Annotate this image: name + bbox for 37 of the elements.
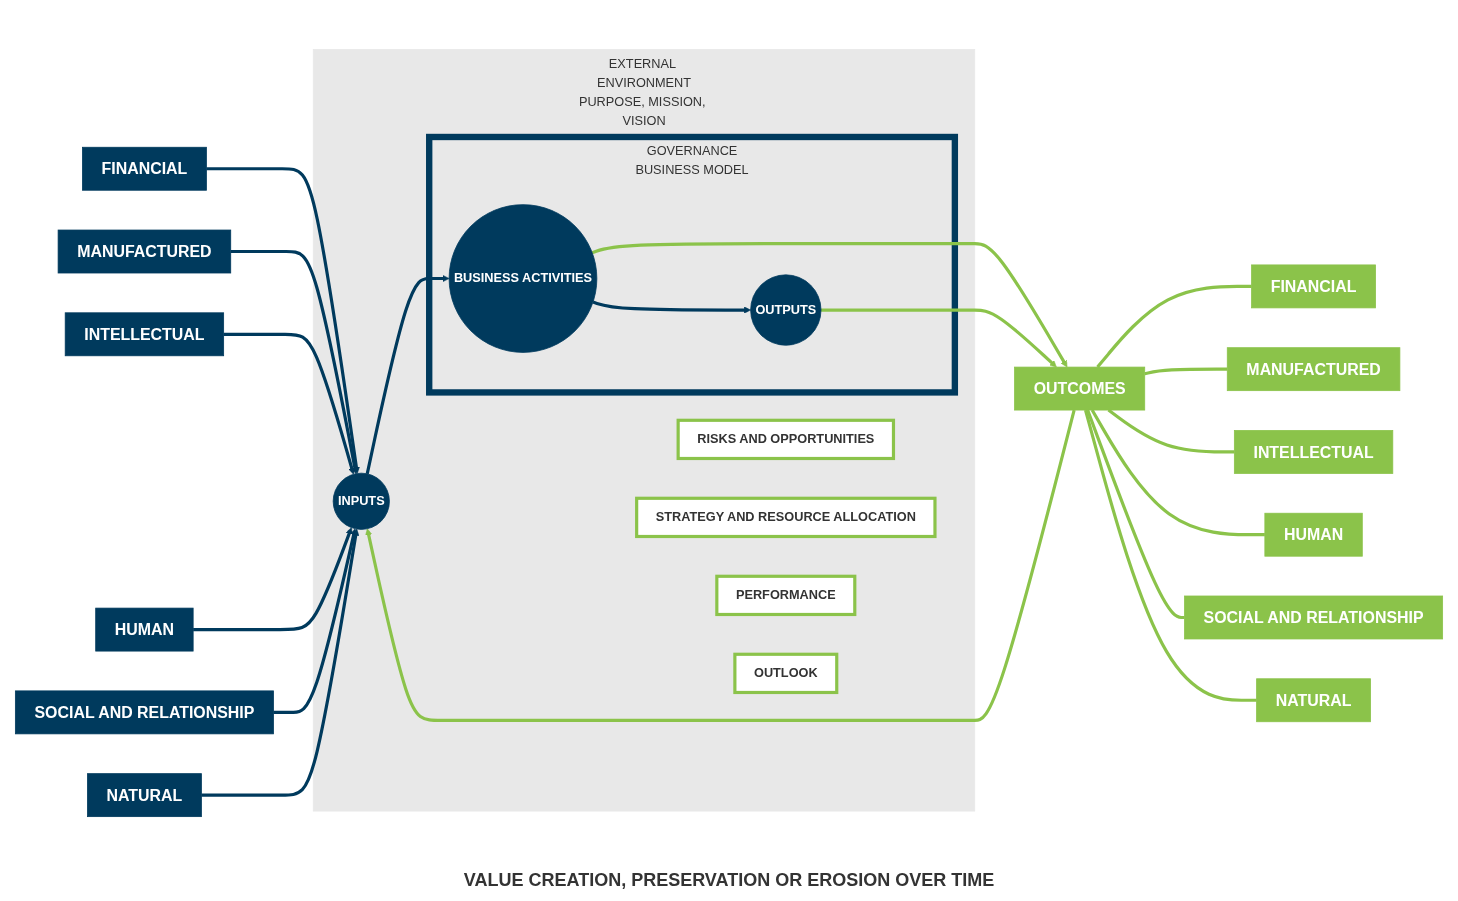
connector bbox=[1090, 409, 1265, 537]
arrow bbox=[193, 527, 353, 632]
arrow bbox=[365, 409, 1076, 722]
node-box: NATURAL bbox=[1256, 678, 1371, 723]
arrow bbox=[591, 241, 1068, 368]
arrow bbox=[201, 528, 360, 797]
node-box: SOCIAL AND RELATIONSHIP bbox=[1184, 595, 1444, 640]
node-box: PERFORMANCE bbox=[715, 574, 857, 617]
node-circle: INPUTS bbox=[332, 472, 390, 530]
arrow bbox=[230, 249, 359, 474]
timeline-caption: VALUE CREATION, PRESERVATION OR EROSION OVER TIME bbox=[463, 869, 995, 892]
connector bbox=[1096, 284, 1252, 369]
arrow bbox=[273, 528, 358, 714]
arrow bbox=[223, 332, 356, 475]
node-box: OUTCOMES bbox=[1014, 366, 1146, 411]
node-box: INTELLECTUAL bbox=[1233, 430, 1394, 474]
connector bbox=[1144, 367, 1228, 376]
node-box: NATURAL bbox=[87, 773, 202, 818]
connector bbox=[1083, 409, 1257, 702]
node-box: HUMAN bbox=[1264, 512, 1363, 557]
node-box: MANUFACTURED bbox=[1226, 347, 1401, 392]
node-circle: BUSINESS ACTIVITIES bbox=[448, 204, 598, 353]
node-circle: OUTPUTS bbox=[750, 274, 822, 346]
arrow bbox=[821, 308, 1057, 368]
node-box: RISKS AND OPPORTUNITIES bbox=[676, 418, 896, 461]
node-box: SOCIAL AND RELATIONSHIP bbox=[14, 690, 274, 735]
node-box: OUTLOOK bbox=[733, 652, 839, 695]
node-box: MANUFACTURED bbox=[57, 229, 232, 274]
arrow bbox=[365, 275, 450, 475]
connector bbox=[1086, 409, 1185, 620]
node-box: STRATEGY AND RESOURCE ALLOCATION bbox=[635, 496, 937, 539]
node-box: FINANCIAL bbox=[82, 146, 207, 191]
arrow bbox=[206, 167, 360, 474]
node-box: FINANCIAL bbox=[1251, 264, 1376, 309]
node-box: INTELLECTUAL bbox=[64, 312, 225, 357]
arrow bbox=[592, 300, 751, 314]
node-box: HUMAN bbox=[95, 607, 194, 652]
